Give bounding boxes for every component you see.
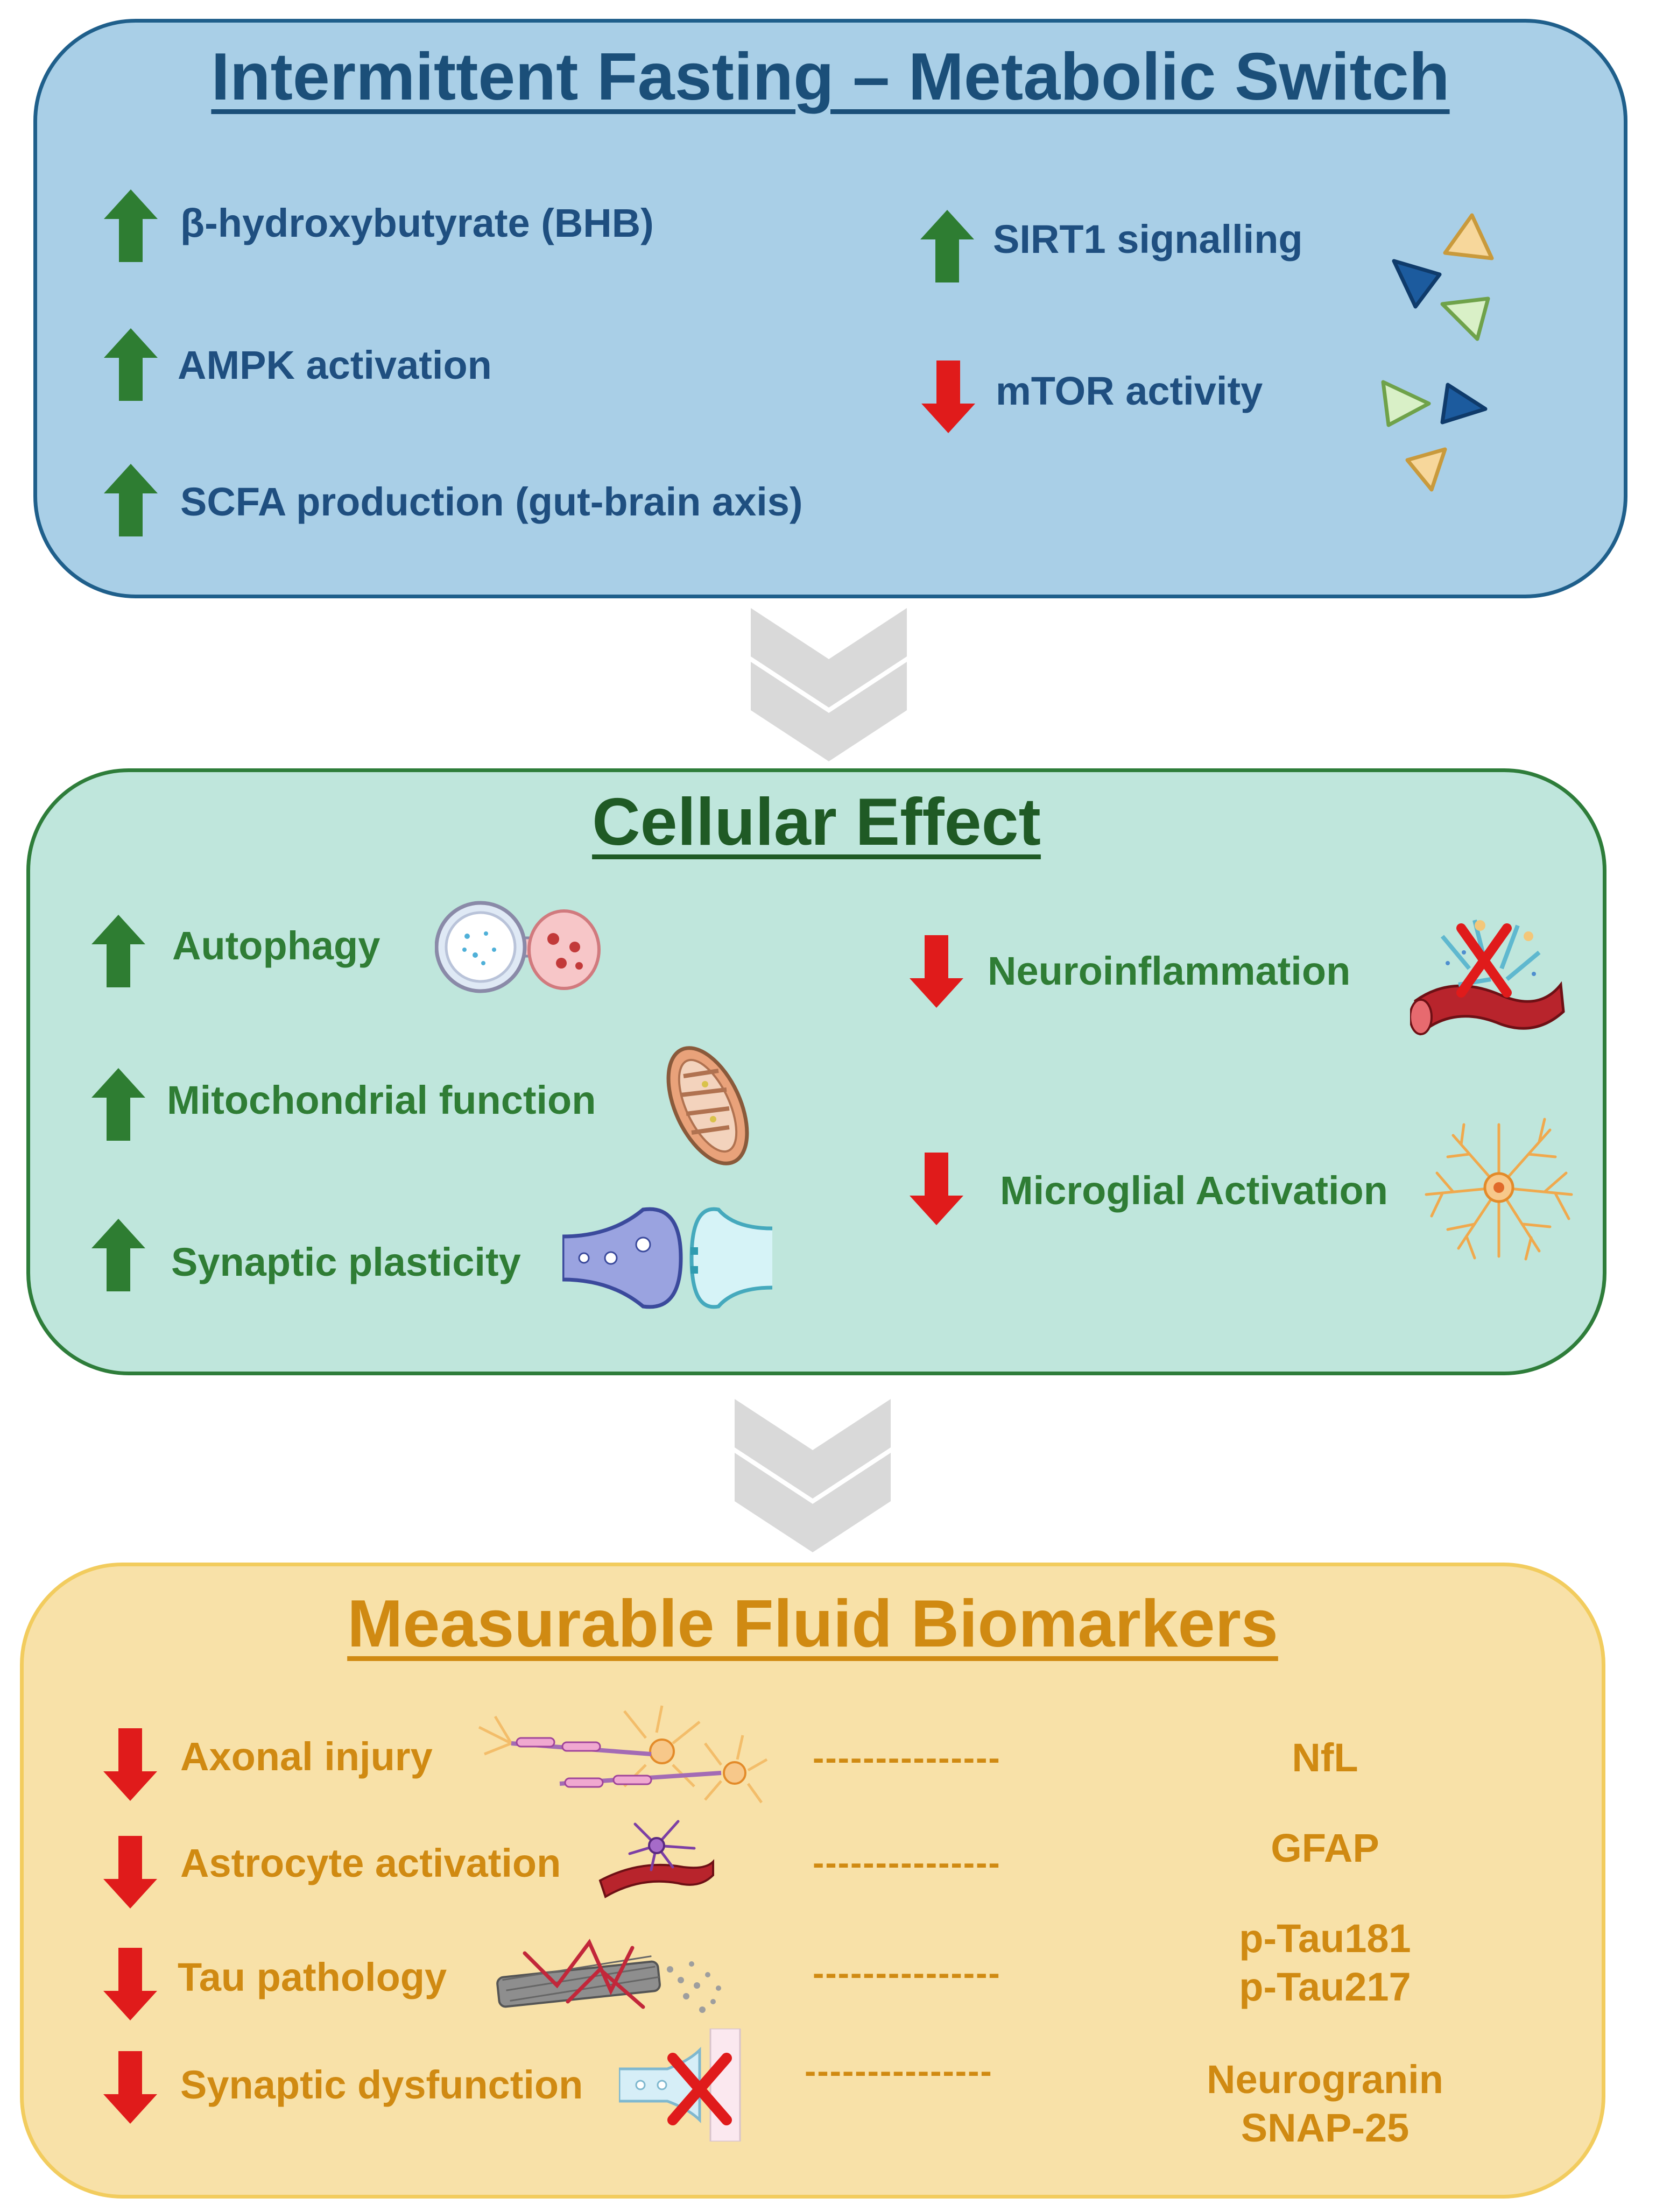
up-arrow-icon <box>104 328 158 401</box>
receptor-triangles-icon <box>1381 213 1494 492</box>
microglial-activation-label: Microglial Activation <box>1000 1168 1388 1213</box>
up-arrow-icon <box>91 1068 145 1141</box>
up-arrow-icon <box>91 1219 145 1291</box>
metabolic-switch-panel: Intermittent Fasting – Metabolic Switch <box>33 19 1627 598</box>
down-arrow-icon <box>921 361 975 433</box>
astrocyte-activation-label: Astrocyte activation <box>180 1841 561 1885</box>
mitochondrial-function-label: Mitochondrial function <box>167 1078 596 1122</box>
up-arrow-icon <box>104 189 158 262</box>
metabolic-switch-title: Intermittent Fasting – Metabolic Switch <box>211 40 1450 114</box>
up-arrow-icon <box>104 464 158 536</box>
down-arrow-icon <box>103 1836 157 1909</box>
biomarker-neurogranin: Neurogranin <box>1207 2057 1443 2102</box>
fluid-biomarkers-panel: Measurable Fluid Biomarkers <box>20 1563 1605 2199</box>
bhb-label: β-hydroxybutyrate (BHB) <box>180 201 654 245</box>
biomarker-snap-25: SNAP-25 <box>1241 2105 1410 2150</box>
chevron-down-icon <box>751 608 907 761</box>
connector-dashes: --------------- <box>813 1954 1001 1992</box>
synapse-icon <box>562 1207 772 1309</box>
up-arrow-icon <box>920 210 974 282</box>
mitochondrion-icon <box>666 1046 749 1165</box>
cellular-effect-title: Cellular Effect <box>592 785 1041 859</box>
tau-pathology-label: Tau pathology <box>178 1955 447 1999</box>
astrocyte-vessel-icon <box>598 1820 714 1898</box>
connector-dashes: --------------- <box>813 1738 1001 1777</box>
autophagy-label: Autophagy <box>172 923 380 968</box>
nfl-biomarker: NfL <box>1292 1735 1358 1780</box>
scfa-label: SCFA production (gut-brain axis) <box>180 479 803 524</box>
down-arrow-icon <box>103 2051 157 2124</box>
biomarker-p-tau217: p-Tau217 <box>1239 1964 1411 2009</box>
cellular-effect-panel: Cellular Effect <box>26 768 1606 1375</box>
microglia-cell-icon <box>1425 1118 1573 1261</box>
up-arrow-icon <box>91 915 145 987</box>
down-arrow-icon <box>103 1728 157 1801</box>
tau-tangle-icon <box>496 1939 721 2013</box>
mtor-label: mTOR activity <box>996 369 1263 413</box>
ampk-label: AMPK activation <box>178 343 492 387</box>
biomarker-p-tau181: p-Tau181 <box>1239 1916 1411 1961</box>
blocked-vessel-inflammation-icon <box>1410 920 1565 1036</box>
connector-dashes: --------------- <box>805 2052 993 2090</box>
connector-dashes: --------------- <box>813 1843 1001 1882</box>
axonal-injury-label: Axonal injury <box>180 1734 433 1779</box>
synaptic-plasticity-label: Synaptic plasticity <box>171 1240 521 1284</box>
gfap-biomarker: GFAP <box>1271 1826 1379 1870</box>
chevron-down-icon <box>735 1399 891 1552</box>
down-arrow-icon <box>103 1948 157 2020</box>
neuroinflammation-label: Neuroinflammation <box>988 949 1351 993</box>
neuron-axon-icon <box>478 1705 768 1804</box>
sirt1-label: SIRT1 signalling <box>993 217 1303 262</box>
autophagosome-lysosome-icon <box>435 901 601 993</box>
down-arrow-icon <box>910 1153 963 1225</box>
fluid-biomarkers-title: Measurable Fluid Biomarkers <box>347 1587 1278 1661</box>
down-arrow-icon <box>910 935 963 1008</box>
blocked-synapse-icon <box>619 2029 741 2142</box>
synaptic-dysfunction-label: Synaptic dysfunction <box>180 2062 583 2107</box>
